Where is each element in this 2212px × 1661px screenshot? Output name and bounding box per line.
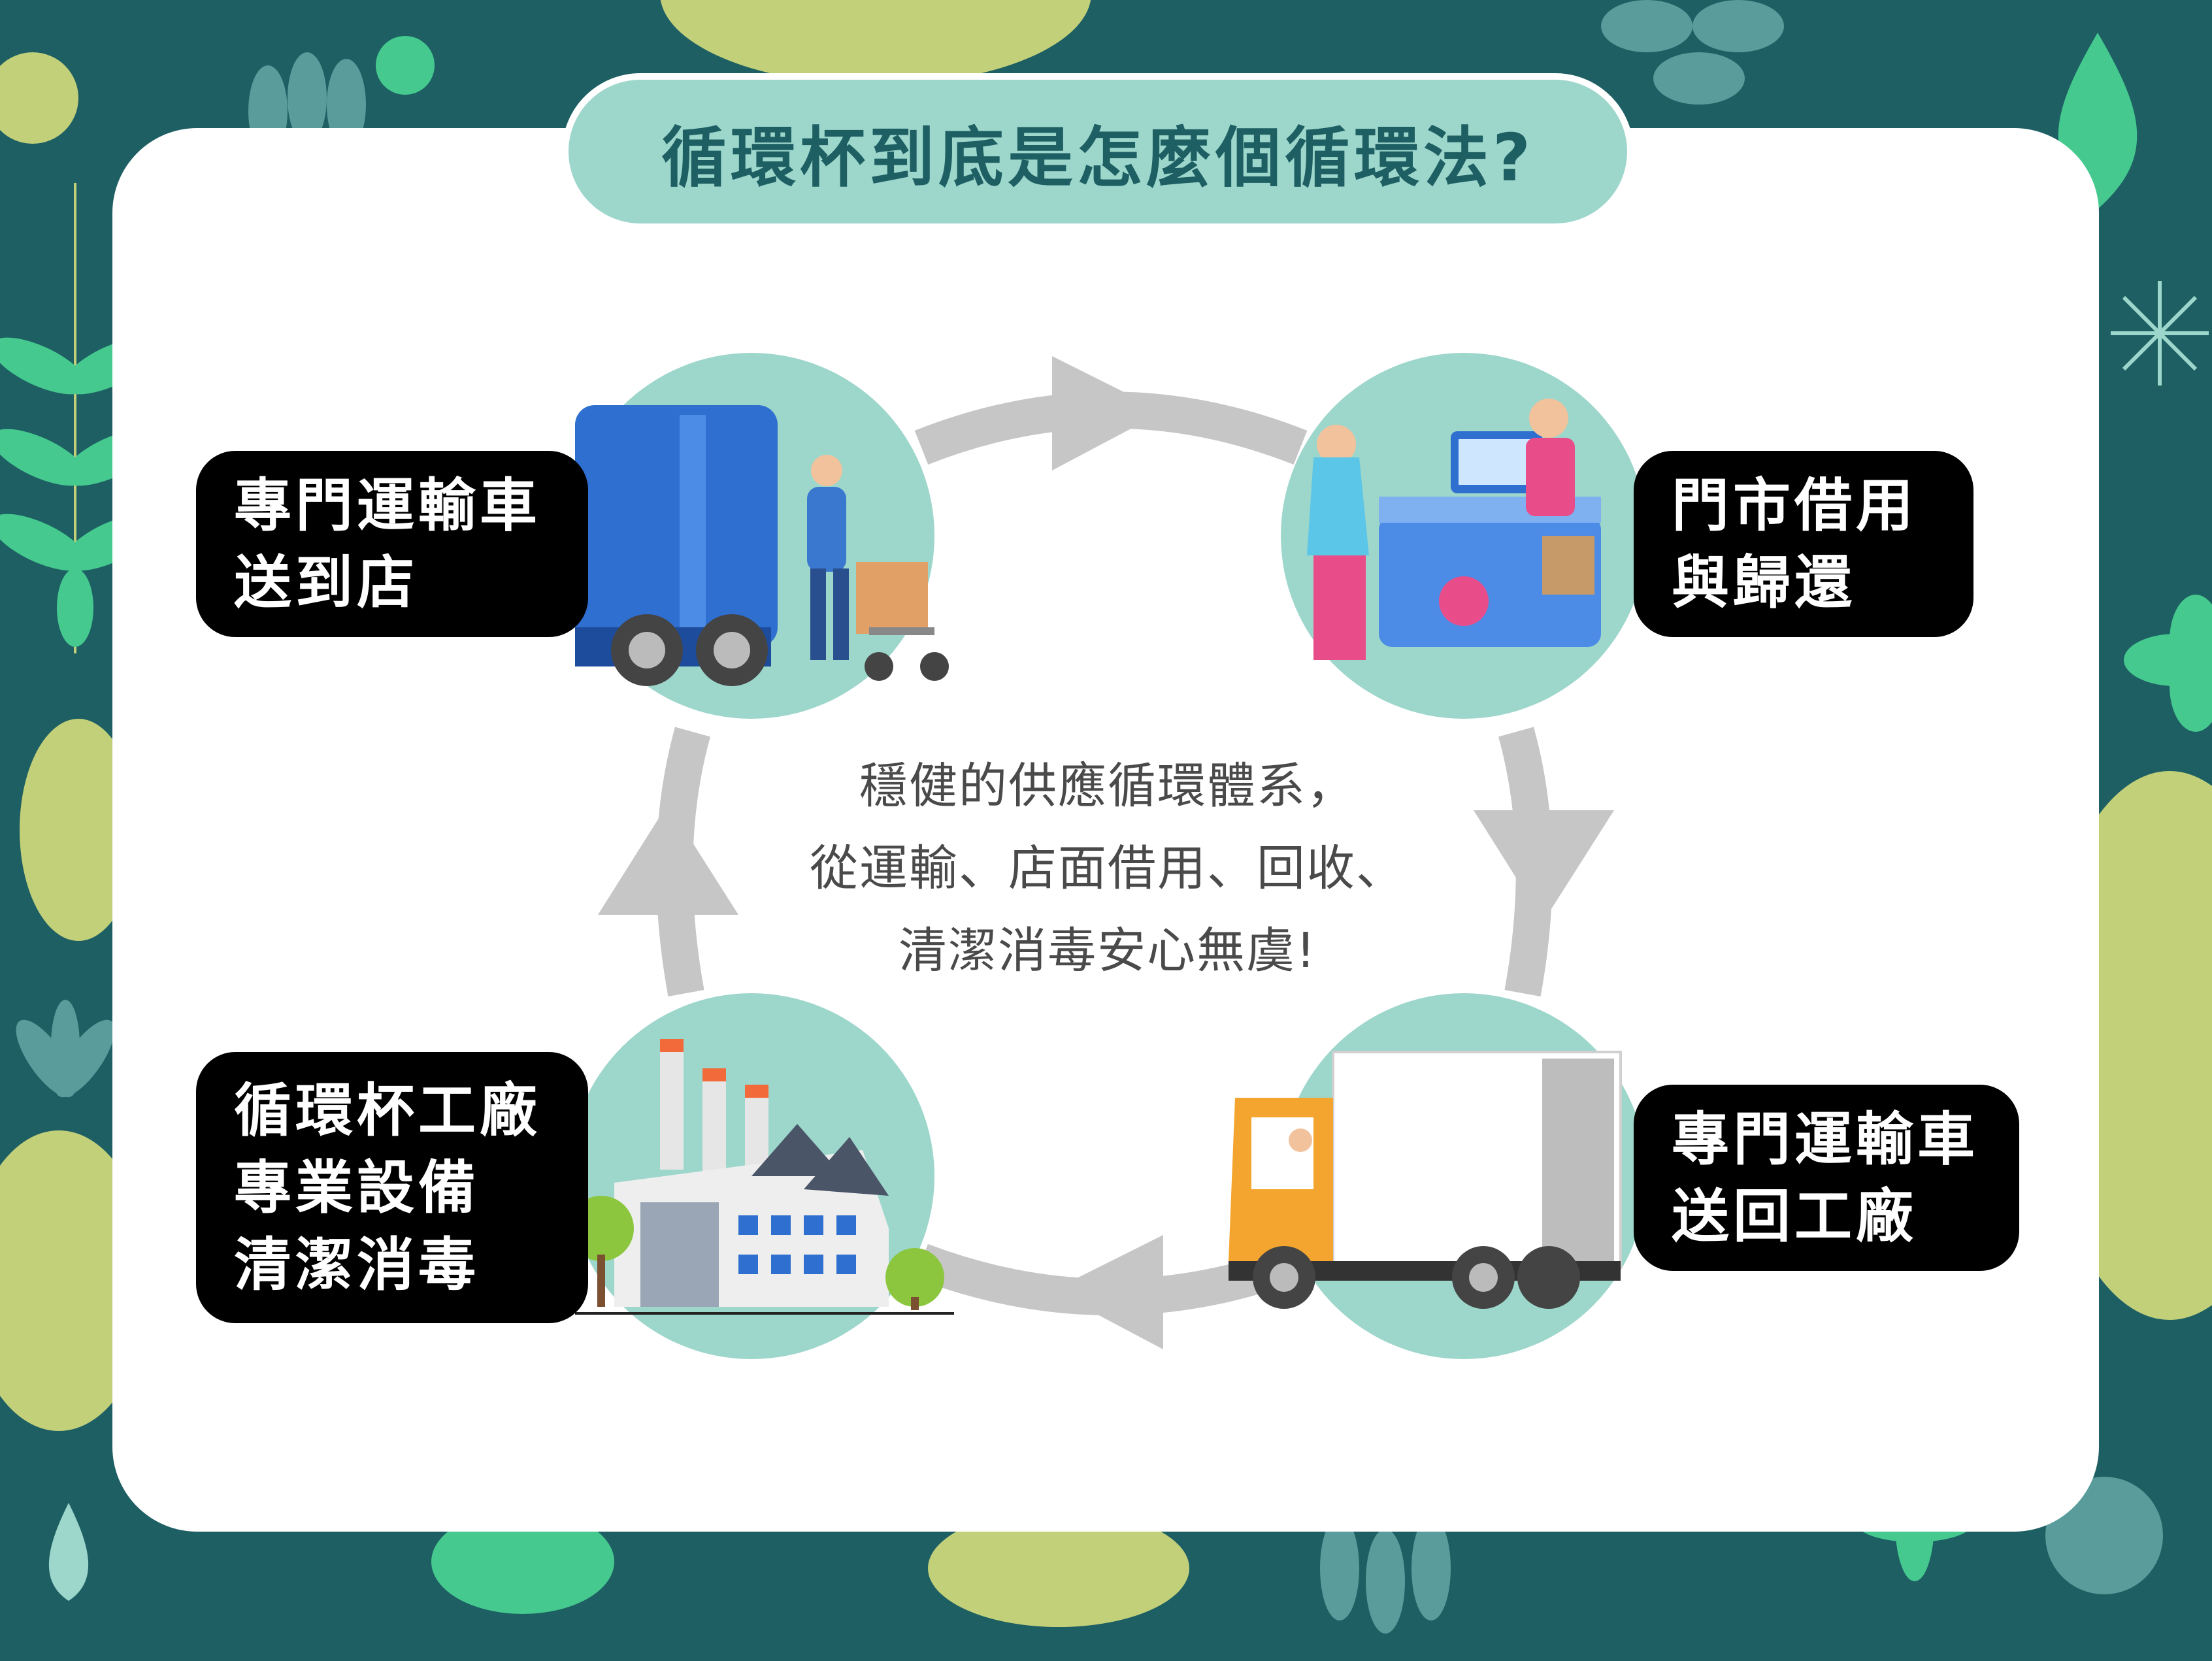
starburst-decoration bbox=[2111, 281, 2209, 386]
page-title: 循環杯到底是怎麼個循環法? bbox=[661, 119, 1534, 196]
leaf-cluster-decoration bbox=[1601, 0, 1784, 105]
drop-decoration bbox=[48, 1503, 89, 1601]
return-truck-icon bbox=[1229, 1051, 1622, 1309]
leaf-decoration bbox=[928, 1509, 1189, 1627]
leaf-decoration bbox=[20, 719, 137, 941]
dot-decoration bbox=[0, 52, 78, 144]
store-counter-icon bbox=[1307, 399, 1601, 660]
delivery-truck-worker-icon bbox=[575, 405, 949, 686]
step-label-deliver: 專門運輸車 送到店 bbox=[196, 451, 588, 637]
dot-decoration bbox=[2045, 1477, 2163, 1594]
factory-icon bbox=[569, 1039, 954, 1315]
title-pill: 循環杯到底是怎麼個循環法? bbox=[562, 73, 1634, 230]
step-label-factory: 循環杯工廠 專業設備 清潔消毒 bbox=[196, 1052, 588, 1323]
arrow-head-right bbox=[1052, 356, 1163, 470]
flower-decoration bbox=[2124, 595, 2212, 732]
arrow-head-up bbox=[598, 804, 738, 915]
arrow-head-left bbox=[1052, 1235, 1163, 1349]
center-description: 穩健的供應循環體系， 從運輸、店面借用、回收、 清潔消毒安心無虞! bbox=[810, 758, 1406, 979]
step-label-return: 專門運輸車 送回工廠 bbox=[1634, 1085, 2019, 1271]
dot-decoration bbox=[376, 36, 435, 95]
leaf-decoration bbox=[660, 0, 1091, 85]
leaf-cluster-decoration bbox=[1320, 1516, 1451, 1634]
arrow-head-down bbox=[1474, 810, 1614, 921]
step-label-store: 門市借用 與歸還 bbox=[1634, 451, 1973, 637]
flower-decoration bbox=[16, 1000, 115, 1098]
leaf-decoration bbox=[431, 1509, 614, 1614]
